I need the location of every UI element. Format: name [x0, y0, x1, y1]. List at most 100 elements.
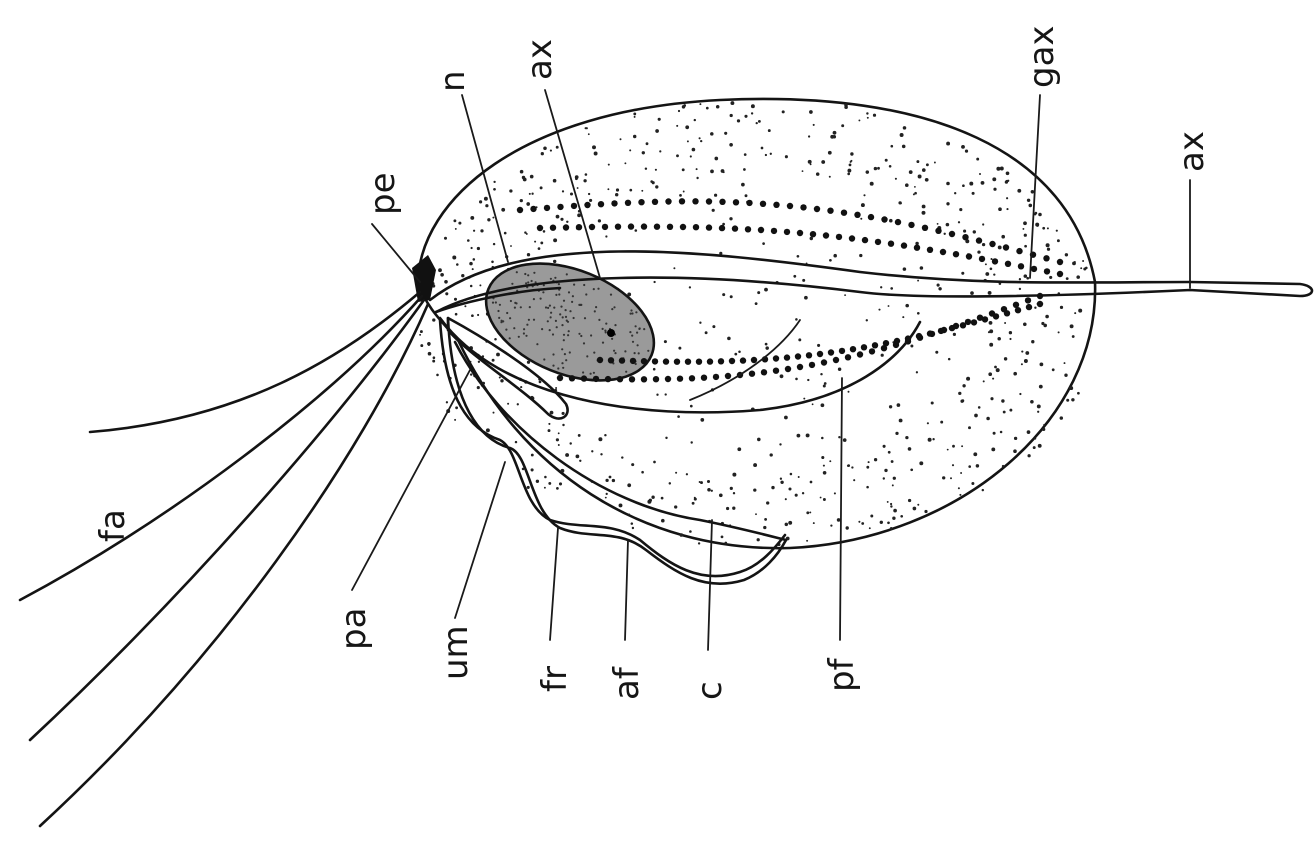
granule [630, 358, 636, 364]
nucleus-dot [568, 291, 570, 293]
stipple-dot [500, 379, 503, 382]
stipple-dot [647, 500, 651, 504]
stipple-dot [905, 304, 909, 308]
stipple-dot [961, 399, 964, 402]
granule [652, 199, 658, 205]
stipple-dot [903, 267, 907, 271]
granule [888, 241, 894, 247]
stipple-dot [785, 498, 787, 500]
stipple-dot [420, 330, 423, 333]
stipple-dot [632, 527, 634, 529]
stipple-dot [653, 461, 656, 464]
nucleus-dot [547, 320, 549, 322]
granule [869, 348, 875, 354]
stipple-dot [680, 533, 684, 537]
nucleus-dot [523, 332, 525, 334]
nucleus-dot [558, 293, 560, 295]
stipple-dot [1009, 409, 1012, 412]
stipple-dot [1014, 437, 1017, 440]
granule [797, 230, 803, 236]
stipple-dot [797, 255, 800, 258]
stipple-dot [619, 503, 623, 507]
stipple-dot [608, 164, 610, 166]
stipple-dot [484, 197, 488, 201]
stipple-dot [428, 344, 430, 346]
stipple-dot [900, 133, 904, 137]
stipple-dot [646, 142, 649, 145]
nucleus-dot [630, 313, 632, 315]
stipple-dot [1004, 322, 1006, 324]
stipple-dot [558, 432, 560, 434]
stipple-dot [560, 218, 563, 221]
stipple-dot [1065, 253, 1068, 256]
nucleus-dot [545, 306, 547, 308]
granule [833, 357, 839, 363]
nucleus-dot [563, 300, 565, 302]
stipple-dot [716, 105, 720, 109]
stipple-dot [765, 343, 768, 346]
stipple-dot [1060, 416, 1063, 419]
stipple-dot [944, 233, 946, 235]
granule [584, 202, 590, 208]
stipple-dot [642, 151, 645, 154]
stipple-dot [859, 254, 862, 257]
stipple-dot [1082, 260, 1084, 262]
nucleus-dot [634, 352, 636, 354]
stipple-dot [738, 350, 741, 353]
granule [953, 251, 959, 257]
stipple-dot [780, 478, 782, 480]
label-pe: pe [363, 173, 403, 216]
stipple-dot [942, 476, 945, 479]
stipple-dot [539, 381, 542, 384]
granule [927, 247, 933, 253]
stipple-dot [965, 149, 968, 152]
stipple-dot [770, 453, 773, 456]
stipple-dot [700, 481, 703, 484]
stipple-dot [1080, 267, 1082, 269]
stipple-dot [737, 119, 740, 122]
granule [868, 214, 874, 220]
stipple-dot [883, 445, 886, 448]
stipple-dot [730, 487, 733, 490]
stipple-dot [1042, 428, 1045, 431]
label-pa: pa [334, 608, 374, 650]
nucleus-dot [533, 319, 535, 321]
granule [569, 375, 575, 381]
stipple-dot [548, 482, 551, 485]
stipple-dot [976, 158, 979, 161]
stipple-dot [866, 112, 868, 114]
stipple-dot [473, 258, 476, 261]
stipple-dot [1024, 234, 1027, 237]
stipple-dot [1004, 357, 1007, 360]
granule [761, 369, 767, 375]
stipple-dot [989, 343, 993, 347]
granule [989, 241, 995, 247]
stipple-dot [888, 451, 891, 454]
stipple-dot [493, 181, 495, 183]
stipple-dot [583, 179, 586, 182]
stipple-dot [993, 432, 996, 435]
stipple-dot [745, 194, 748, 197]
stipple-dot [1037, 404, 1041, 408]
stipple-dot [829, 176, 831, 178]
stipple-dot [910, 468, 913, 471]
granule [771, 228, 777, 234]
stipple-dot [813, 124, 815, 126]
granule [982, 316, 988, 322]
stipple-dot [575, 177, 578, 180]
stipple-dot [812, 403, 814, 405]
stipple-dot [895, 178, 897, 180]
stipple-dot [820, 497, 822, 499]
stipple-dot [861, 203, 865, 207]
stipple-dot [838, 436, 840, 438]
stipple-dot [986, 417, 990, 421]
stipple-dot [893, 509, 897, 513]
stipple-dot [990, 258, 992, 260]
stipple-dot [645, 167, 647, 169]
stipple-dot [917, 280, 919, 282]
stipple-dot [891, 460, 894, 463]
stipple-dot [553, 238, 557, 242]
granule [895, 219, 901, 225]
stipple-dot [795, 494, 798, 497]
